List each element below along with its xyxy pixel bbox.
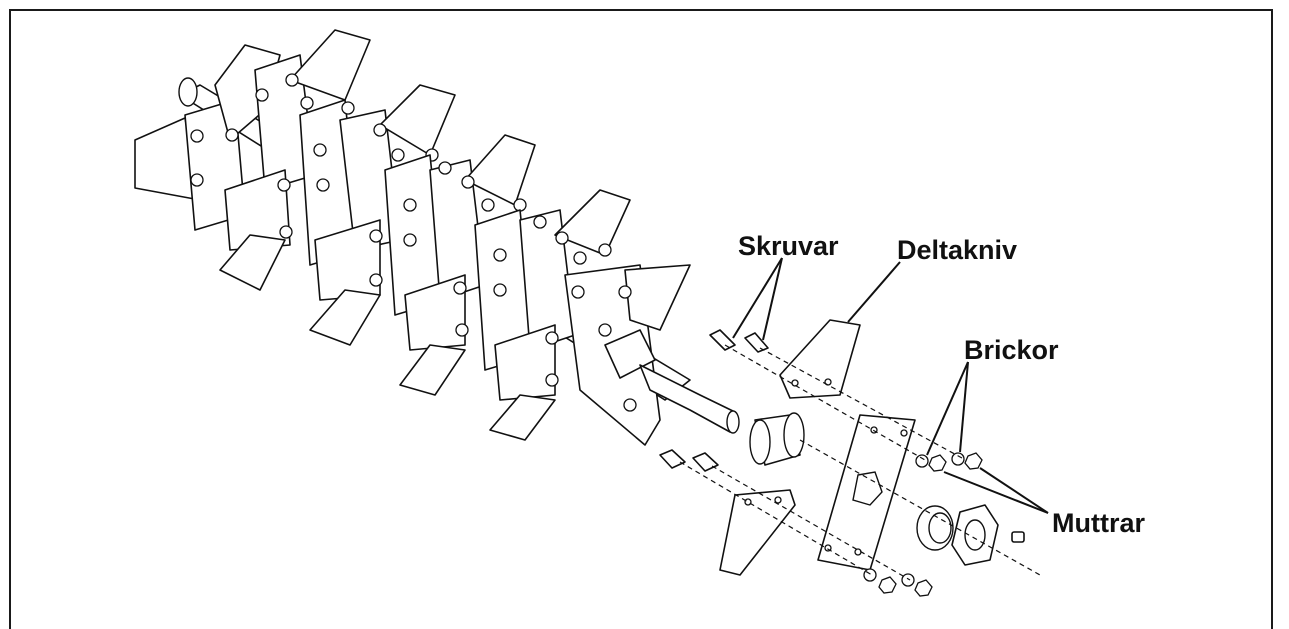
washers-nuts-top [915, 452, 983, 472]
bushing [749, 412, 805, 466]
label-brickor: Brickor [964, 335, 1059, 365]
washers-nuts-bottom [863, 568, 933, 597]
assembly-lines [679, 344, 1041, 581]
hex-shaft [604, 329, 740, 434]
label-deltakniv: Deltakniv [897, 235, 1018, 265]
label-muttrar: Muttrar [1052, 508, 1145, 538]
delta-knife-top [779, 319, 861, 399]
hub-nut [951, 504, 999, 566]
leader-lines [732, 257, 1049, 514]
bearing [916, 505, 954, 551]
end-plate [817, 414, 916, 571]
bolts-top [709, 329, 769, 353]
delta-knife-bottom [719, 489, 796, 576]
grease-nipple [1011, 531, 1025, 543]
knife-group-4 [474, 189, 631, 441]
knife-group-3 [384, 134, 536, 396]
diagram-frame [9, 9, 1273, 629]
knife-group-1 [134, 29, 371, 291]
label-skruvar: Skruvar [738, 231, 839, 261]
